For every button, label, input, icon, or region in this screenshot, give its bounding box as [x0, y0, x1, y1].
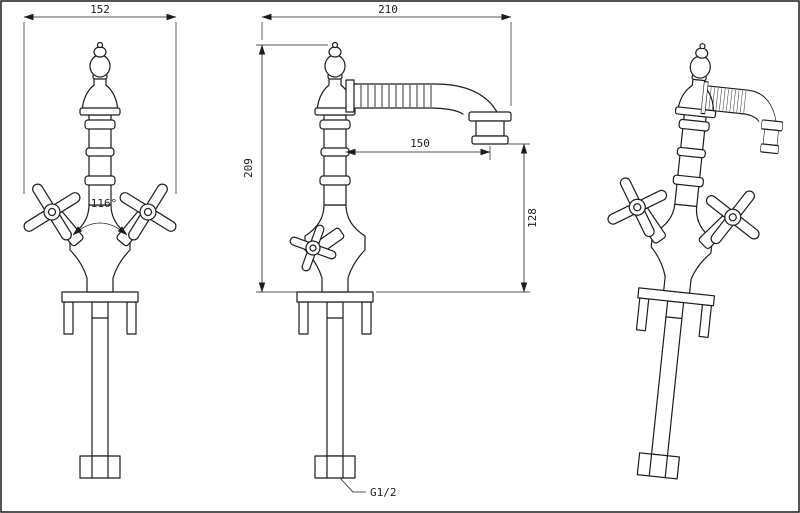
thread-callout: G1/2 — [339, 477, 397, 499]
front-view: 152 116° — [7, 3, 193, 479]
dimension-label-spout-reach: 150 — [410, 137, 430, 150]
dimension-label-outlet-height: 128 — [526, 208, 539, 228]
faucet-spout-side — [345, 79, 512, 145]
dim-handle-angle: 116° — [72, 197, 128, 236]
faucet-body-perspective — [618, 39, 742, 482]
faucet-body-front — [61, 41, 139, 479]
perspective-view — [588, 39, 787, 482]
dimension-label-overall-reach: 210 — [378, 3, 398, 16]
side-view: 210 209 150 128 G1/2 — [242, 3, 539, 499]
dim-front-width: 152 — [23, 3, 177, 194]
dimension-label-handle-angle: 116° — [91, 197, 118, 210]
thread-size-label: G1/2 — [370, 486, 397, 499]
dim-outlet-height: 128 — [376, 143, 539, 293]
dimension-label-height: 209 — [242, 158, 255, 178]
dim-height: 209 — [242, 44, 328, 293]
dim-overall-reach: 210 — [261, 3, 512, 106]
dim-spout-reach: 150 — [345, 137, 491, 160]
dimension-label-front-width: 152 — [90, 3, 110, 16]
